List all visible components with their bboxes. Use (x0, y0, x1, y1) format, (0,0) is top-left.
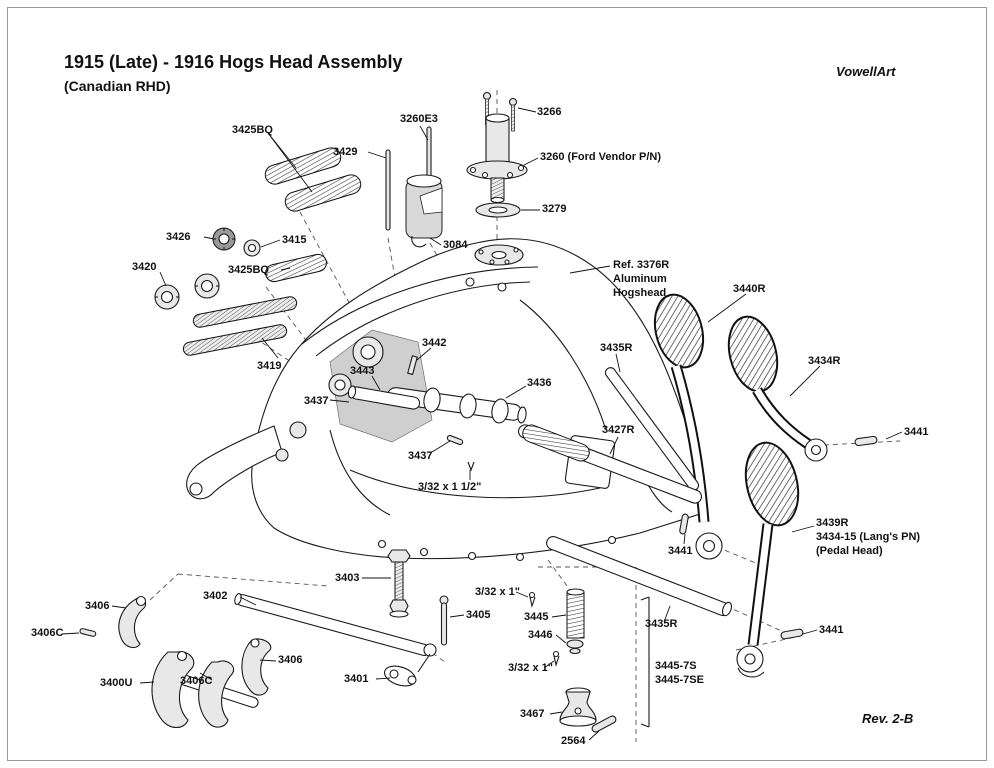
springs-3425bq-upper (264, 147, 362, 212)
leader-lines (61, 107, 903, 741)
part-label-cotter-1in-upper: 3/32 x 1" (475, 586, 520, 598)
part-label-3467: 3467 (520, 708, 545, 720)
part-label-3443: 3443 (350, 365, 375, 377)
part-label-3427r: 3427R (602, 424, 635, 436)
page-border (7, 7, 987, 761)
pin-3441-right (854, 435, 878, 447)
part-label-cotter-1in-lower: 3/32 x 1" (508, 662, 553, 674)
part-label-3260: 3260 (Ford Vendor P/N) (540, 151, 662, 163)
part-label-3406c-center: 3406C (180, 675, 213, 687)
collar-3446 (566, 639, 584, 655)
part-label-2564: 2564 (561, 735, 586, 747)
part-label-3446: 3446 (528, 629, 553, 641)
pin-3406c-left (79, 628, 97, 637)
flange-3084 (474, 244, 524, 266)
pin-3441-mid (679, 513, 689, 535)
pin-3437-lower (446, 434, 464, 446)
part-label-3279: 3279 (542, 203, 567, 215)
cotter-pin-upper (528, 591, 536, 609)
cotter-pin-3-32x1-5 (467, 461, 475, 472)
pin-3441-bottom (780, 628, 804, 640)
pedal-3434r (727, 315, 828, 462)
shaft-3435r-lower (546, 536, 733, 617)
part-label-3401: 3401 (344, 673, 369, 685)
pin-3405 (439, 595, 449, 646)
spring-3445 (566, 588, 585, 639)
clevis-3401 (383, 653, 431, 687)
bolt-3403 (387, 549, 411, 618)
washer-3415 (243, 239, 261, 257)
studs-3419 (182, 296, 298, 356)
pedal-3440r (653, 293, 723, 560)
part-label-3406-left: 3406 (85, 600, 110, 612)
pedal-head-3439r (736, 441, 800, 678)
nut-3426 (212, 227, 236, 251)
part-label-3084: 3084 (443, 239, 468, 251)
part-label-ref-3376r: Ref. 3376R Aluminum Hogshead (613, 259, 670, 299)
part-label-3403: 3403 (335, 572, 360, 584)
part-label-3400u: 3400U (100, 677, 133, 689)
part-label-3429: 3429 (333, 146, 358, 158)
screws-3266 (482, 91, 518, 132)
part-label-3435r-lower: 3435R (645, 618, 678, 630)
part-label-3425bq-lower: 3425BQ (228, 264, 269, 276)
part-label-3425bq-upper: 3425BQ (232, 124, 273, 136)
pin-3429 (385, 149, 391, 231)
part-label-3435r-upper: 3435R (600, 342, 633, 354)
pin-3442 (407, 355, 418, 376)
part-label-3415: 3415 (282, 234, 307, 246)
shaft-3427r (446, 424, 703, 504)
part-label-3419: 3419 (257, 360, 282, 372)
fork-3406-left (118, 595, 147, 649)
shaft-3435r-upper (604, 367, 700, 491)
part-label-3406c-left: 3406C (31, 627, 64, 639)
bearing-3260 (466, 113, 528, 204)
part-label-3445: 3445 (524, 611, 549, 623)
part-label-3442: 3442 (422, 337, 447, 349)
bell-3467 (559, 687, 597, 727)
part-label-3441-right: 3441 (904, 426, 929, 438)
nuts-3420 (154, 273, 220, 310)
part-label-3260e3: 3260E3 (400, 113, 438, 125)
part-label-3420: 3420 (132, 261, 157, 273)
part-label-3440r: 3440R (733, 283, 766, 295)
part-label-3441-mid: 3441 (668, 545, 693, 557)
part-label-3266: 3266 (537, 106, 562, 118)
bracket-3445-7s (640, 596, 650, 728)
cotter-pin-lower (552, 650, 560, 668)
page-subtitle: (Canadian RHD) (64, 78, 171, 94)
revision-note: Rev. 2-B (862, 711, 914, 726)
shaft-3443 (347, 355, 421, 410)
fork-3406-right (241, 638, 272, 696)
part-label-3434r: 3434R (808, 355, 841, 367)
rod-3402 (234, 593, 437, 657)
part-label-3436: 3436 (527, 377, 552, 389)
part-label-3445-7s: 3445-7S 3445-7SE (655, 660, 704, 686)
part-label-3406-right: 3406 (278, 654, 303, 666)
gasket-3279 (475, 202, 521, 218)
artist-credit: VowellArt (836, 64, 896, 79)
part-label-3439r-block: 3439R 3434-15 (Lang's PN) (Pedal Head) (816, 517, 921, 557)
part-label-3441-bottom: 3441 (819, 624, 844, 636)
pin-2564 (591, 715, 617, 733)
sleeve-3084 (405, 174, 443, 248)
page-title: 1915 (Late) - 1916 Hogs Head Assembly (64, 52, 403, 72)
part-label-3402: 3402 (203, 590, 228, 602)
part-label-cotter-1-5in: 3/32 x 1 1/2" (418, 481, 482, 493)
part-label-3405: 3405 (466, 609, 491, 621)
part-label-3426: 3426 (166, 231, 191, 243)
spring-3425bq-lower (265, 253, 327, 283)
part-label-3437-upper: 3437 (304, 395, 329, 407)
part-label-3437-lower: 3437 (408, 450, 433, 462)
